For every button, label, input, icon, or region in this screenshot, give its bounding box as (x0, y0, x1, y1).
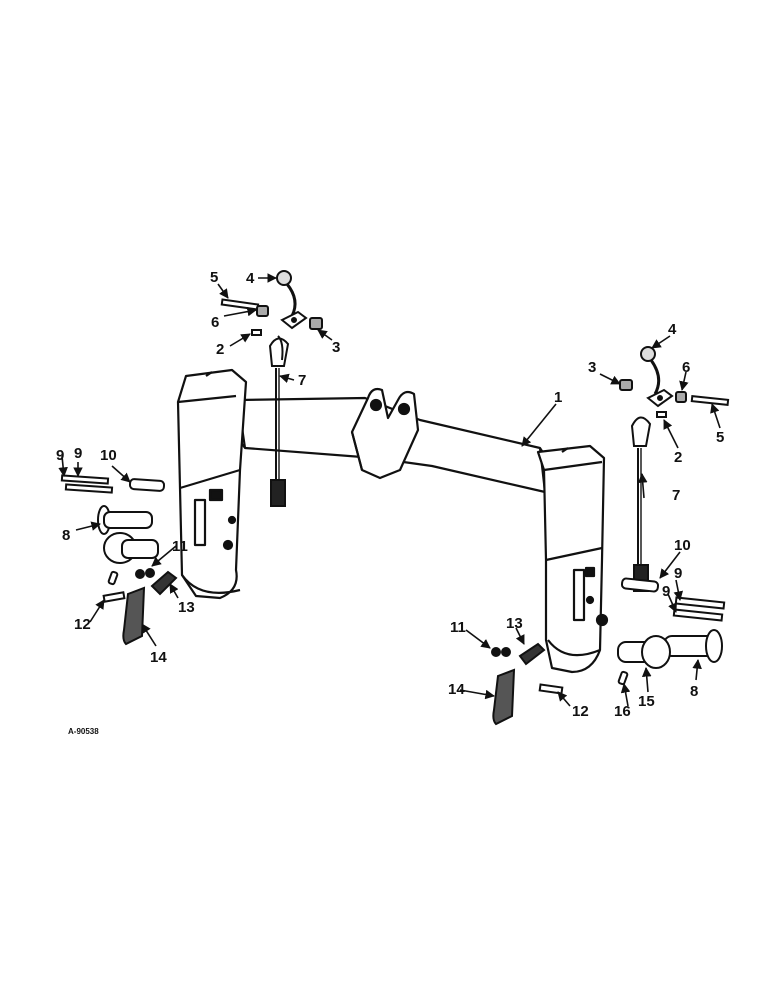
callout-8-left: 8 (62, 527, 70, 544)
pin-10-left (128, 478, 166, 492)
pin-12-right (538, 683, 564, 695)
bushing-3-right (619, 379, 633, 391)
left-lower-parts (60, 474, 178, 646)
pin-2-right (656, 411, 667, 418)
callout-15: 15 (638, 693, 655, 710)
right-latch-parts (619, 346, 730, 592)
callout-7-right: 7 (672, 487, 680, 504)
callout-11-right: 11 (450, 619, 466, 636)
callout-10-right: 10 (674, 537, 691, 554)
handle-lever-left (285, 283, 297, 317)
callout-10-left: 10 (100, 447, 117, 464)
callout-6-left: 6 (211, 314, 219, 331)
leader-lines (58, 273, 721, 707)
pin-10-right (620, 577, 660, 593)
pin-8-head-right (705, 629, 723, 663)
callout-9d: 9 (662, 583, 670, 600)
callout-14-left: 14 (150, 649, 167, 666)
callout-8-right: 8 (690, 683, 698, 700)
plate-13-right (518, 642, 546, 666)
callout-7-left: 7 (298, 372, 306, 389)
handle-knob-right (640, 346, 656, 362)
callout-3-left: 3 (332, 339, 340, 356)
callout-12-left: 12 (74, 616, 91, 633)
callout-labels: 1 2 2 3 3 4 4 5 5 6 6 7 7 8 8 9 9 9 9 10… (56, 269, 724, 720)
plate-13-left (150, 570, 178, 596)
pin-8-body-left (103, 511, 153, 529)
left-latch-parts (220, 270, 323, 507)
pin-12-left (102, 591, 126, 603)
callout-9c: 9 (674, 565, 682, 582)
callout-9b: 9 (56, 447, 64, 464)
callout-1: 1 (554, 389, 562, 406)
hook-14-left (122, 586, 146, 646)
callout-13-left: 13 (178, 599, 195, 616)
bolt-9b-right (672, 608, 724, 622)
hook-14-right (492, 668, 516, 726)
callout-13-right: 13 (506, 615, 523, 632)
right-lower-parts (491, 577, 726, 726)
center-clevis (350, 387, 420, 480)
callout-14-right: 14 (448, 681, 465, 698)
bolt-9a-right (674, 596, 726, 610)
callout-5-left: 5 (210, 269, 218, 286)
callout-4-right: 4 (668, 321, 677, 338)
quick-hitch-frame (176, 368, 609, 674)
bushing-6-right (675, 391, 687, 403)
pin-16-right (617, 670, 629, 686)
pin-2-left (251, 329, 262, 336)
callout-3-right: 3 (588, 359, 596, 376)
bushing-15-right-head (641, 635, 671, 669)
bushing-6-left (256, 305, 269, 317)
handle-lever-right (649, 359, 661, 395)
callout-9a: 9 (74, 445, 82, 462)
drawing-code: A-90538 (68, 727, 99, 736)
pin-16-left (107, 570, 119, 586)
nut-11-right (491, 647, 511, 657)
callout-16: 16 (614, 703, 631, 720)
latch-rod-end-left (270, 479, 286, 507)
handle-knob-left (276, 270, 292, 286)
latch-plate-left (268, 337, 290, 367)
callout-5-right: 5 (716, 429, 724, 446)
callout-11-left: 11 (172, 538, 188, 555)
pin-5-left (220, 298, 260, 311)
pin-5-right (690, 395, 730, 406)
bolt-9a-left (60, 474, 110, 485)
callout-12-right: 12 (572, 703, 589, 720)
callout-2-right: 2 (674, 449, 682, 466)
callout-2-left: 2 (216, 341, 224, 358)
bushing-15-left-body (121, 539, 159, 559)
latch-plate-right (630, 416, 652, 447)
callout-6-right: 6 (682, 359, 690, 376)
bushing-3-left (309, 317, 323, 330)
callout-4-left: 4 (246, 270, 255, 287)
nut-11-left (135, 568, 155, 579)
right-side-frame (536, 444, 609, 674)
left-side-frame (176, 368, 248, 600)
bolt-9b-left (64, 483, 114, 494)
